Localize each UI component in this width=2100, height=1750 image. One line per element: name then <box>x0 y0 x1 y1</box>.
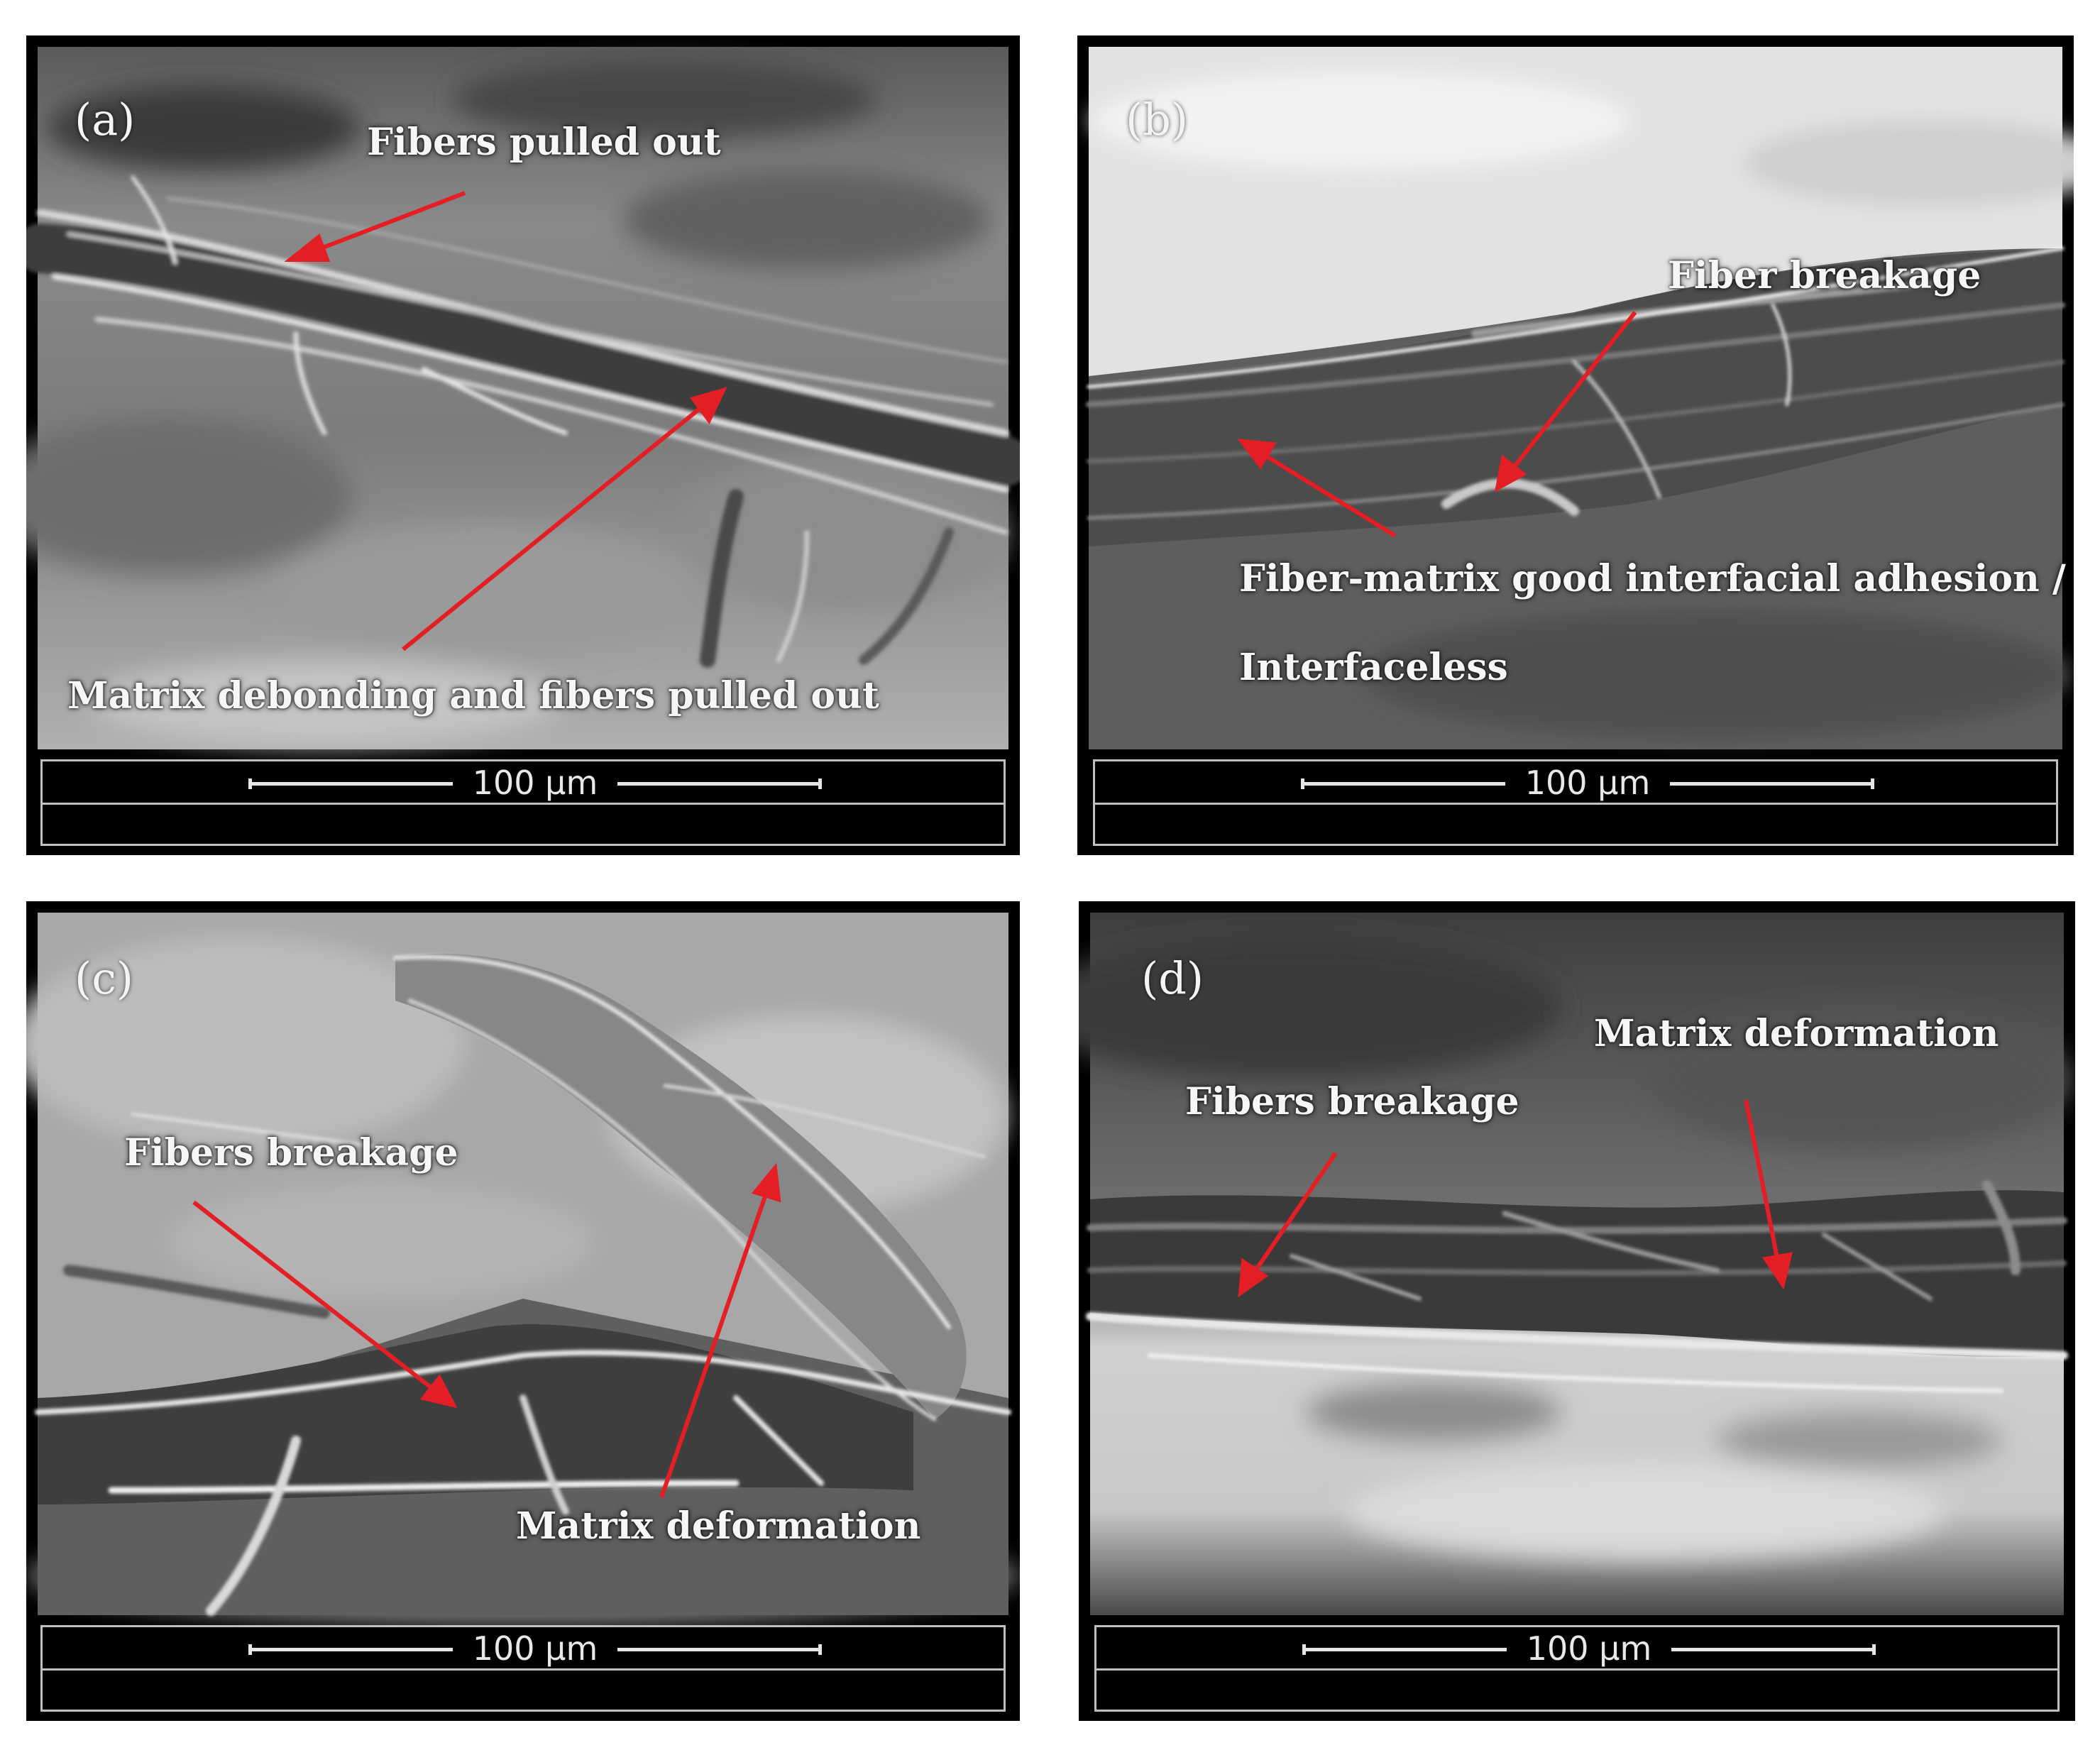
label-matrix-debonding: Matrix debonding and fibers pulled out <box>67 674 879 717</box>
sem-image-a <box>26 47 1020 749</box>
arrow-fiber-breakage <box>1511 311 1637 470</box>
arrow-interfacial-adhesion <box>1264 453 1397 538</box>
panel-b: (b) Fiber breakage Fiber-matrix good int… <box>1077 35 2074 855</box>
scale-line-right <box>617 1644 822 1655</box>
panel-c: (c) Fibers breakage Matrix deformation 1… <box>26 901 1020 1721</box>
arrow-fibers-breakage-d <box>1253 1152 1338 1273</box>
scale-line-left <box>1301 778 1505 789</box>
sem-image-b <box>1086 47 2074 749</box>
label-adhesion-line1: Fiber-matrix good interfacial adhesion / <box>1239 557 2066 600</box>
arrow-matrix-debonding <box>402 406 702 651</box>
sem-image-d <box>1079 913 2072 1615</box>
scalebar-d: 100 µm <box>1094 1625 2060 1712</box>
scalebar-divider <box>1095 803 2056 805</box>
scale-line-left <box>1302 1644 1507 1655</box>
scale-line-right <box>617 778 822 789</box>
panel-letter-b: (b) <box>1126 94 1189 145</box>
scale-label-b: 100 µm <box>1524 764 1651 802</box>
scalebar-c: 100 µm <box>40 1625 1006 1712</box>
arrow-fibers-breakage <box>192 1200 435 1392</box>
label-fibers-breakage-d: Fibers breakage <box>1185 1080 1519 1123</box>
scalebar-b: 100 µm <box>1093 759 2058 846</box>
arrow-matrix-deformation-d <box>1744 1099 1779 1258</box>
scale-line-right <box>1671 1644 1876 1655</box>
sem-image-c <box>26 913 1020 1625</box>
panel-letter-d: (d) <box>1141 952 1204 1004</box>
scale-line-left <box>248 1644 453 1655</box>
label-fibers-pulled-out: Fibers pulled out <box>367 121 721 164</box>
scalebar-divider <box>43 803 1004 805</box>
arrow-fibers-pulled-out <box>316 191 466 252</box>
scalebar-divider <box>1096 1668 2057 1671</box>
panel-letter-c: (c) <box>75 952 134 1004</box>
panel-letter-a: (a) <box>75 94 136 145</box>
panel-a: (a) Fibers pulled out Matrix debonding a… <box>26 35 1020 855</box>
scale-line-left <box>248 778 453 789</box>
label-matrix-deformation-d: Matrix deformation <box>1594 1012 1999 1055</box>
label-fiber-breakage: Fiber breakage <box>1668 254 1981 297</box>
scalebar-divider <box>43 1668 1004 1671</box>
scale-label-c: 100 µm <box>472 1629 598 1668</box>
scale-label-d: 100 µm <box>1526 1629 1652 1668</box>
scale-line-right <box>1670 778 1874 789</box>
label-adhesion-line2: Interfaceless <box>1239 646 1508 689</box>
scalebar-a: 100 µm <box>40 759 1006 846</box>
scale-label-a: 100 µm <box>472 764 598 802</box>
panel-d: (d) Matrix deformation Fibers breakage 1… <box>1079 901 2075 1721</box>
label-fibers-breakage: Fibers breakage <box>124 1131 458 1174</box>
arrow-matrix-deformation <box>659 1192 769 1498</box>
label-matrix-deformation: Matrix deformation <box>516 1504 921 1548</box>
